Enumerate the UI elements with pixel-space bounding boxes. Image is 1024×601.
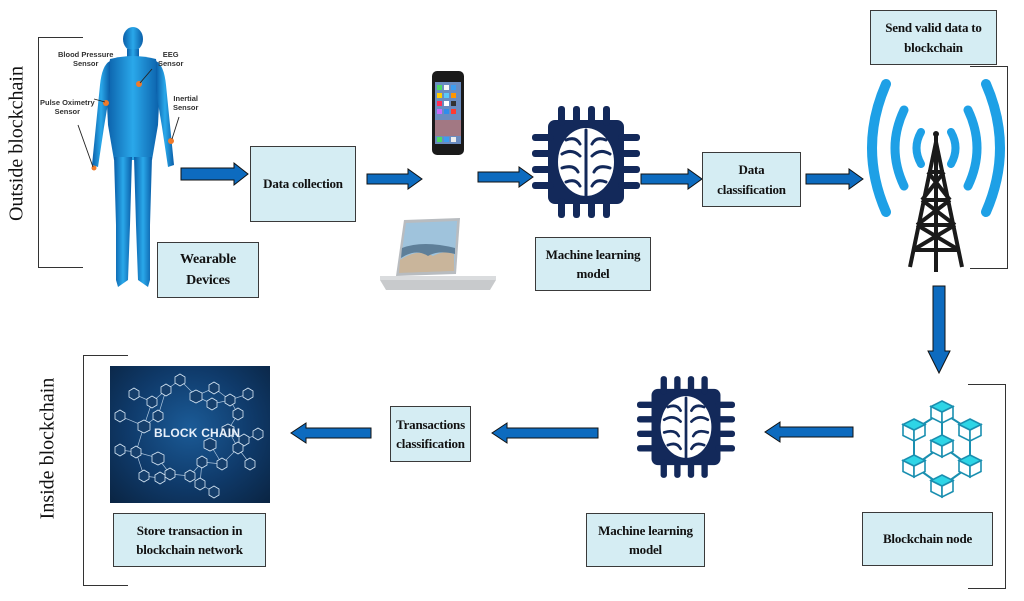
tower-bracket	[970, 66, 1008, 269]
transactions-classification-box: Transactions classification	[390, 406, 471, 462]
cube-icon	[901, 418, 927, 443]
blockchain-node-bracket	[968, 384, 1006, 589]
ml-model-top-box: Machine learning model	[535, 237, 651, 291]
cube-icon	[957, 418, 983, 443]
cube-icon	[929, 400, 955, 425]
ml-model-bottom-box: Machine learning model	[586, 513, 705, 567]
data-classification-box: Data classification	[702, 152, 801, 207]
smartphone-icon	[432, 71, 464, 155]
blockchain-network-graph	[114, 373, 264, 499]
ml-chip-brain-icon	[637, 376, 735, 478]
arrow-right	[477, 166, 534, 188]
wearable-devices-box: Wearable Devices	[157, 242, 259, 298]
arrow-right	[180, 161, 249, 187]
pulse-oximetry-sensor-label: Pulse Oximetry Sensor	[40, 98, 95, 117]
send-valid-data-box: Send valid data to blockchain	[870, 10, 997, 65]
laptop-icon	[380, 218, 496, 290]
cube-icon	[929, 474, 955, 499]
arrow-left	[290, 422, 372, 444]
store-transaction-box: Store transaction in blockchain network	[113, 513, 266, 567]
data-collection-box: Data collection	[250, 146, 356, 222]
human-body-figure	[77, 27, 180, 287]
inside-blockchain-label: Inside blockchain	[36, 377, 59, 520]
arrow-down	[927, 285, 951, 375]
blockchain-banner-text: BLOCK CHAIN	[154, 426, 241, 440]
blood-pressure-sensor-label: Blood Pressure Sensor	[58, 50, 114, 69]
outside-blockchain-label: Outside blockchain	[5, 66, 28, 221]
blockchain-cubes-icon	[901, 400, 983, 499]
cube-icon	[957, 454, 983, 479]
arrow-left	[491, 422, 599, 444]
ml-chip-brain-icon	[532, 106, 640, 218]
blockchain-node-box: Blockchain node	[862, 512, 993, 566]
eeg-sensor-label: EEG Sensor	[158, 50, 184, 69]
inertial-sensor-label: Inertial Sensor	[173, 94, 199, 113]
inside-blockchain-bracket	[83, 355, 128, 586]
signal-tower-icon	[867, 79, 1005, 272]
cube-icon	[901, 454, 927, 479]
arrow-left	[764, 421, 854, 443]
outside-blockchain-bracket	[38, 37, 83, 268]
arrow-right	[640, 168, 703, 190]
arrow-right	[366, 168, 423, 190]
arrow-right	[805, 168, 864, 190]
blockchain-network-image: BLOCK CHAIN	[110, 366, 270, 503]
cube-icon	[929, 434, 955, 459]
